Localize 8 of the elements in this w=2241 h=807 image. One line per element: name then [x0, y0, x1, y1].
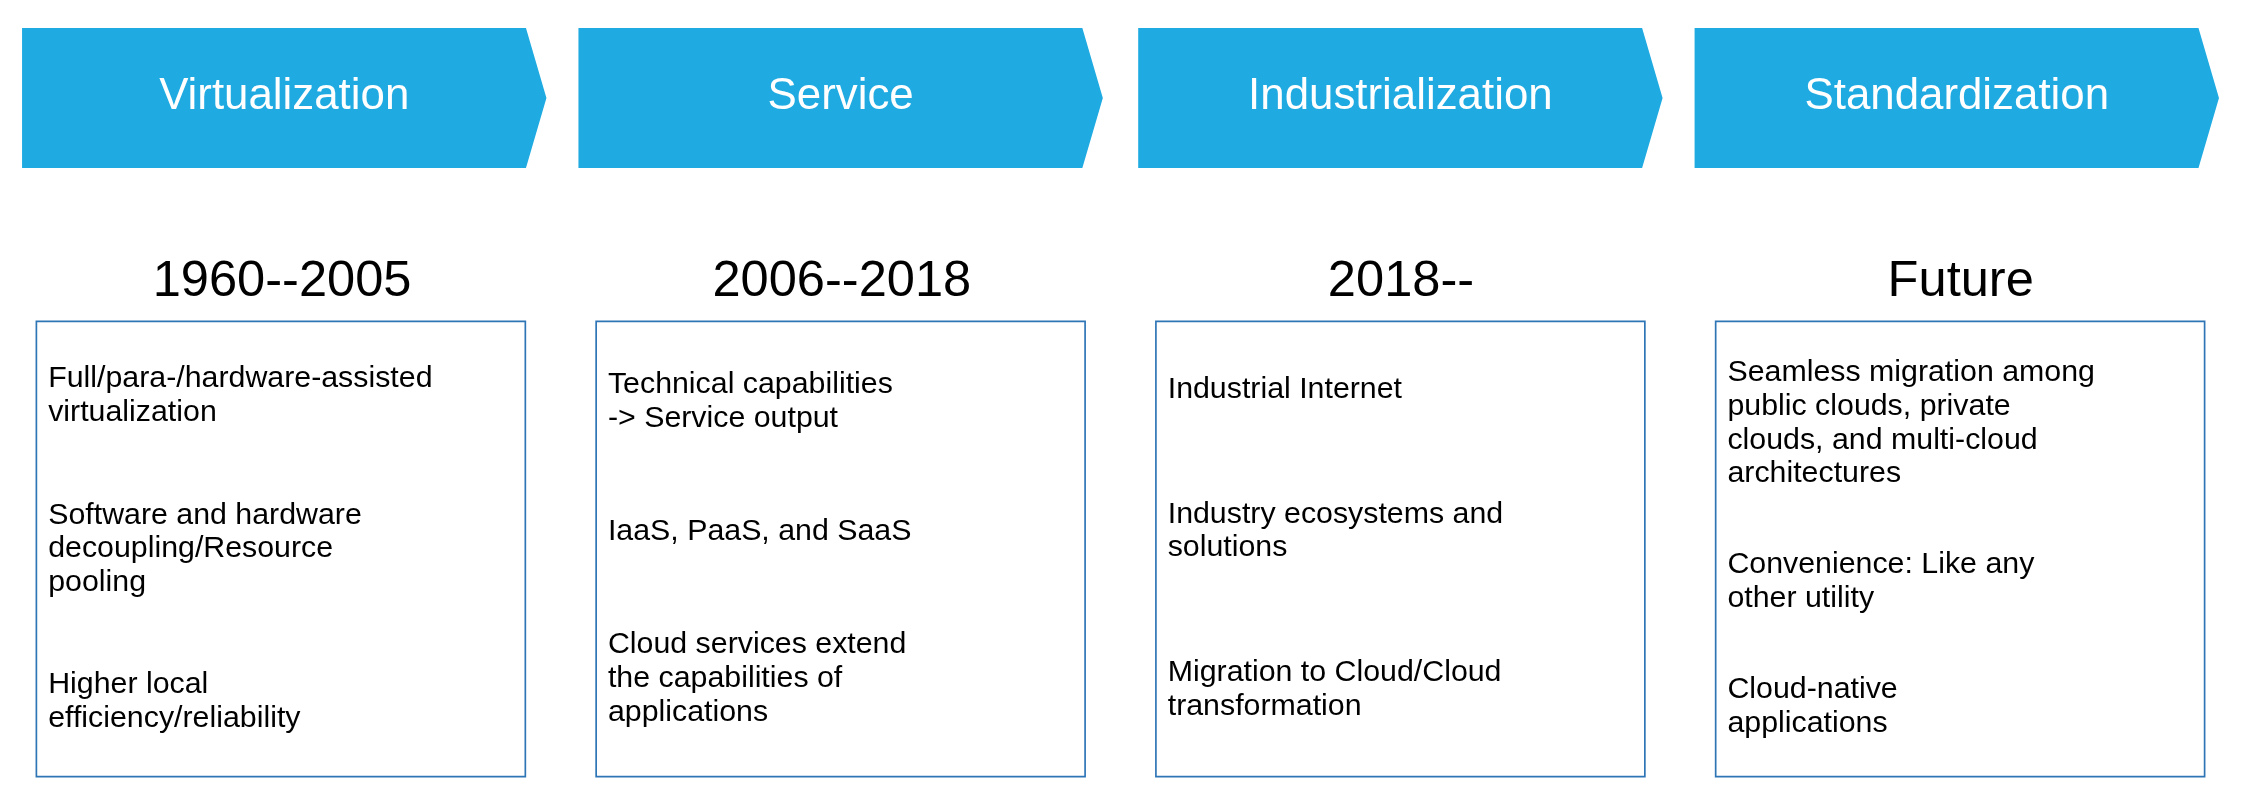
node-box: Industrial Internet Industry ecosystems and solutions Migration to Cloud/Cloud transformation	[1155, 320, 1646, 777]
node-box: Seamless migration among public clouds, private clouds, and multi-cloud architectures Convenience: Like any other utility Cloud-native applications	[1714, 320, 2206, 777]
node-label: Future	[1887, 249, 2034, 307]
node-label: 2018--	[1327, 249, 1475, 307]
node-box: Full/para-/hardware-assisted virtualization Software and hardware decoupling/Resource pooling Higher local efficiency/reliability	[35, 320, 527, 777]
node-label: 1960--2005	[152, 249, 412, 307]
node-box: Technical capabilities -> Service output IaaS, PaaS, and SaaS Cloud services extend the capabilities of applications	[595, 320, 1086, 777]
node-label: 2006--2018	[712, 249, 972, 307]
